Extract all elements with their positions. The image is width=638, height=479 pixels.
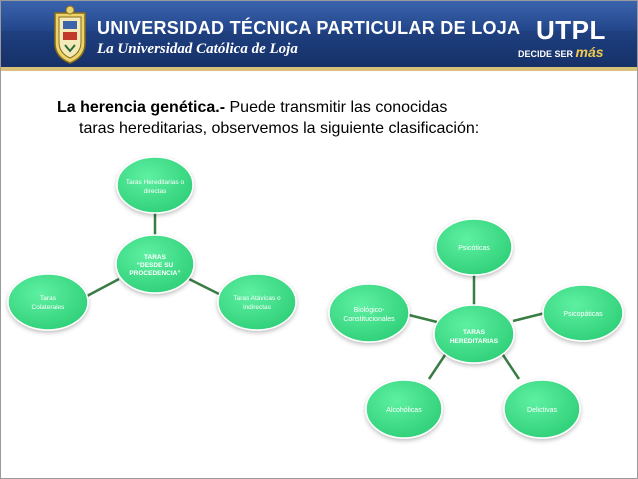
right-diagram-connectors xyxy=(408,275,546,380)
connector-right-left xyxy=(408,313,438,324)
university-crest-icon xyxy=(54,5,86,64)
connector-right-bottom-left xyxy=(427,351,449,380)
connector-right-bottom-right xyxy=(499,351,521,380)
connector-right-right xyxy=(512,311,546,323)
right-node-center: TARAS HEREDITARIAS xyxy=(433,304,515,364)
right-left-line-1: Biológico- xyxy=(354,307,385,314)
left-center-line-1: TARAS xyxy=(144,254,167,261)
right-bottom-right-label: Delictivas xyxy=(527,407,557,414)
right-right-label: Psicopáticas xyxy=(563,311,603,318)
header-banner: UNIVERSIDAD TÉCNICA PARTICULAR DE LOJA L… xyxy=(1,1,637,71)
banner-band xyxy=(1,1,637,31)
right-center-line-1: TARAS xyxy=(463,329,486,336)
left-top-line-1: Taras Hereditarias o xyxy=(126,179,185,186)
right-node-top: Psicóticas xyxy=(435,218,513,276)
tagline-prefix: DECIDE SER xyxy=(518,49,574,59)
right-top-label: Psicóticas xyxy=(458,245,490,252)
intro-paragraph: La herencia genética.- Puede transmitir … xyxy=(57,97,587,139)
right-node-bottom-left: Alcohólicas xyxy=(365,379,443,439)
tagline-emphasis: más xyxy=(575,44,604,60)
university-name: UNIVERSIDAD TÉCNICA PARTICULAR DE LOJA xyxy=(97,18,521,38)
left-node-top: Taras Hereditarias o directas xyxy=(116,156,194,214)
brand-logo-text: UTPL xyxy=(536,15,606,45)
intro-heading: La herencia genética.- xyxy=(57,99,226,116)
brand-tagline: DECIDE SER más xyxy=(518,44,604,60)
left-node-right: Taras Atávicas o indirectas xyxy=(217,273,297,331)
right-node-bottom-right: Delictivas xyxy=(503,379,581,439)
connector-left-left xyxy=(86,277,120,298)
right-center-line-2: HEREDITARIAS xyxy=(450,338,499,345)
left-right-line-2: indirectas xyxy=(243,304,272,311)
svg-text:Biológico-Constitucionales: Biológico- Constitucionales xyxy=(343,307,395,323)
left-center-line-3: PROCEDENCIA” xyxy=(129,270,180,277)
left-center-line-2: “DESDE SU xyxy=(137,262,174,269)
right-bottom-left-label: Alcohólicas xyxy=(386,407,422,414)
university-subtitle: La Universidad Católica de Loja xyxy=(97,41,298,57)
right-left-line-2: Constitucionales xyxy=(343,316,395,323)
right-node-right: Psicopáticas xyxy=(542,284,624,342)
left-diagram-connectors xyxy=(86,209,222,298)
left-left-line-2: Colaterales xyxy=(32,304,66,311)
intro-line-1-rest: Puede transmitir las conocidas xyxy=(225,99,448,116)
connector-left-right xyxy=(188,277,222,297)
left-right-line-1: Taras Atávicas o xyxy=(233,295,281,302)
left-left-line-1: Taras xyxy=(40,295,57,302)
banner-stripe xyxy=(1,67,637,71)
intro-line-1: La herencia genética.- Puede transmitir … xyxy=(57,97,587,118)
left-top-line-2: directas xyxy=(144,188,168,195)
right-node-left: Biológico- Constitucionales xyxy=(328,283,410,343)
intro-line-2: taras hereditarias, observemos la siguie… xyxy=(79,120,480,137)
